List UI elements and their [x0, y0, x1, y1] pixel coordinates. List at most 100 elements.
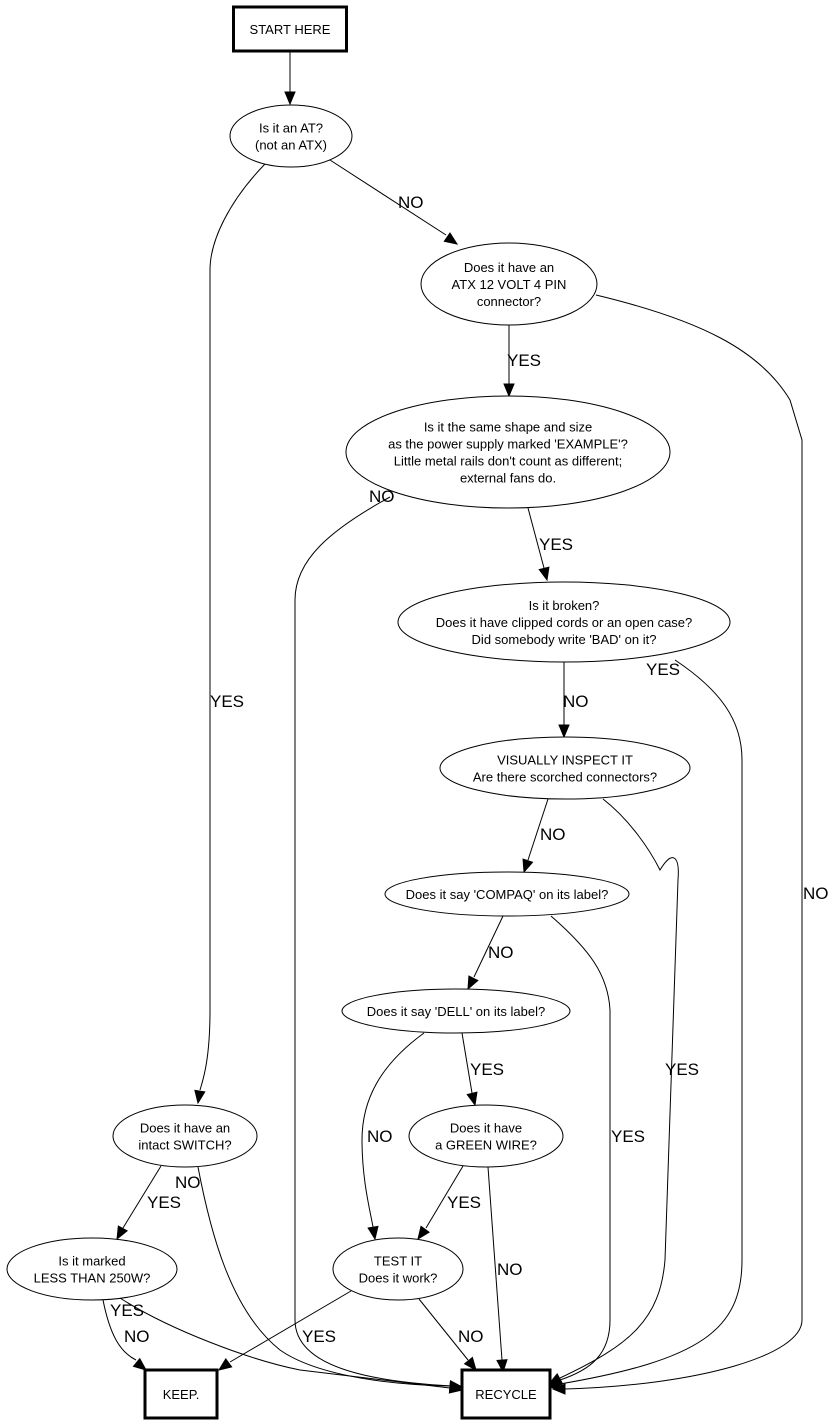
edge-line: [550, 915, 611, 1381]
node-text-line: Is it the same shape and size: [424, 420, 592, 435]
edge-inspect-compaq: [522, 798, 549, 874]
edge-same_shape-broken: [527, 507, 550, 582]
edge-label-no: NO: [458, 1327, 484, 1346]
decision-ellipse: [345, 395, 671, 509]
node-text-line: external fans do.: [460, 471, 556, 486]
node-text-line: a GREEN WIRE?: [435, 1138, 537, 1153]
node-text-line: VISUALLY INSPECT IT: [497, 753, 633, 768]
decision-ellipse: [384, 871, 630, 917]
edge-line: [197, 1166, 451, 1387]
edge-label-yes: YES: [447, 1193, 481, 1212]
edge-line: [559, 659, 743, 1385]
node-compaq: Does it say 'COMPAQ' on its label?: [384, 871, 630, 917]
edge-line: [199, 163, 266, 1091]
node-text-line: Little metal rails don't count as differ…: [394, 454, 622, 469]
arrowhead-icon: [496, 1359, 508, 1374]
edge-label-yes: YES: [646, 660, 680, 679]
node-text-line: Did somebody write 'BAD' on it?: [472, 632, 657, 647]
edge-green_wire-recycle: [487, 1166, 508, 1374]
edge-label-no: NO: [369, 487, 395, 506]
edge-switch-less250: [116, 1165, 162, 1241]
decision-ellipse: [408, 1104, 564, 1168]
node-text-line: LESS THAN 250W?: [34, 1271, 151, 1286]
arrowhead-icon: [367, 1225, 379, 1241]
edge-label-yes: YES: [539, 535, 573, 554]
edge-line: [487, 1166, 503, 1361]
edge-label-yes: YES: [110, 1301, 144, 1320]
node-text-line: Are there scorched connectors?: [473, 770, 657, 785]
decision-ellipse: [332, 1237, 464, 1301]
node-text-line: START HERE: [250, 22, 331, 37]
edge-label-no: NO: [497, 1260, 523, 1279]
terminal-box: [232, 5, 348, 53]
node-text-line: Does it have an: [140, 1121, 230, 1136]
edge-atx12v-same_shape: [503, 325, 515, 398]
terminal-box: [460, 1368, 552, 1420]
edge-line: [418, 1298, 469, 1361]
edge-label-no: NO: [367, 1127, 393, 1146]
node-text-line: RECYCLE: [475, 1387, 537, 1402]
arrowhead-icon: [547, 1374, 563, 1386]
decision-ellipse: [439, 736, 691, 800]
node-text-line: Is it broken?: [529, 598, 600, 613]
arrowhead-icon: [466, 1091, 478, 1107]
edge-dell-green_wire: [461, 1032, 478, 1107]
node-recycle: RECYCLE: [460, 1368, 552, 1420]
node-text-line: Does it say 'DELL' on its label?: [367, 1004, 545, 1019]
arrowhead-icon: [503, 383, 515, 398]
edge-is_at-atx12v: [329, 159, 459, 245]
edge-line: [559, 798, 679, 1379]
edge-line: [461, 1032, 473, 1094]
arrowhead-icon: [417, 1225, 431, 1241]
edge-start-is_at: [284, 51, 296, 106]
node-inspect: VISUALLY INSPECT IT Are there scorched co…: [439, 736, 691, 800]
arrowhead-icon: [538, 566, 550, 582]
edge-line: [229, 1290, 352, 1363]
decision-ellipse: [397, 581, 731, 663]
edge-label-yes: YES: [507, 351, 541, 370]
edge-less250-recycle: [119, 1297, 464, 1394]
edge-test-recycle: [418, 1298, 477, 1372]
edge-label-yes: YES: [470, 1060, 504, 1079]
node-text-line: Does it work?: [359, 1271, 438, 1286]
node-text-line: KEEP.: [163, 1387, 200, 1402]
node-keep: KEEP.: [143, 1368, 219, 1420]
arrowhead-icon: [284, 91, 296, 106]
node-text-line: Does it say 'COMPAQ' on its label?: [406, 887, 609, 902]
edge-compaq-recycle: [547, 915, 611, 1386]
arrowhead-icon: [558, 724, 570, 739]
node-text-line: TEST IT: [374, 1254, 422, 1269]
edge-line: [122, 1165, 162, 1229]
node-green-wire: Does it have a GREEN WIRE?: [408, 1104, 564, 1168]
edge-dell-test: [361, 1032, 425, 1241]
arrowhead-icon: [448, 1382, 464, 1394]
edge-label-yes: YES: [611, 1127, 645, 1146]
edge-line: [294, 496, 453, 1387]
edge-compaq-dell: [467, 915, 504, 991]
edge-line: [527, 798, 549, 861]
edge-line: [329, 159, 447, 236]
arrowhead-icon: [194, 1089, 206, 1105]
decision-ellipse: [6, 1237, 178, 1301]
node-is-at: Is it an AT?(not an ATX): [229, 104, 353, 168]
node-text-line: Does it have: [450, 1121, 522, 1136]
node-text-line: Is it marked: [58, 1254, 125, 1269]
edge-labels-layer: NOYESYESNOYESNONOYESNOYESNOYESYESNOYESNO…: [110, 193, 829, 1346]
edge-line: [564, 294, 803, 1390]
edge-line: [102, 1299, 137, 1361]
node-text-line: Does it have an: [464, 260, 554, 275]
edge-label-no: NO: [124, 1327, 150, 1346]
arrowhead-icon: [132, 1357, 148, 1371]
edge-label-no: NO: [488, 943, 514, 962]
edge-label-no: NO: [803, 884, 829, 903]
edge-label-yes: YES: [302, 1327, 336, 1346]
edge-green_wire-test: [417, 1165, 464, 1241]
node-same-shape: Is it the same shape and size as the powe…: [345, 395, 671, 509]
edge-broken-inspect: [558, 662, 570, 739]
edge-label-yes: YES: [665, 1060, 699, 1079]
node-text-line: as the power supply marked 'EXAMPLE'?: [388, 437, 628, 452]
